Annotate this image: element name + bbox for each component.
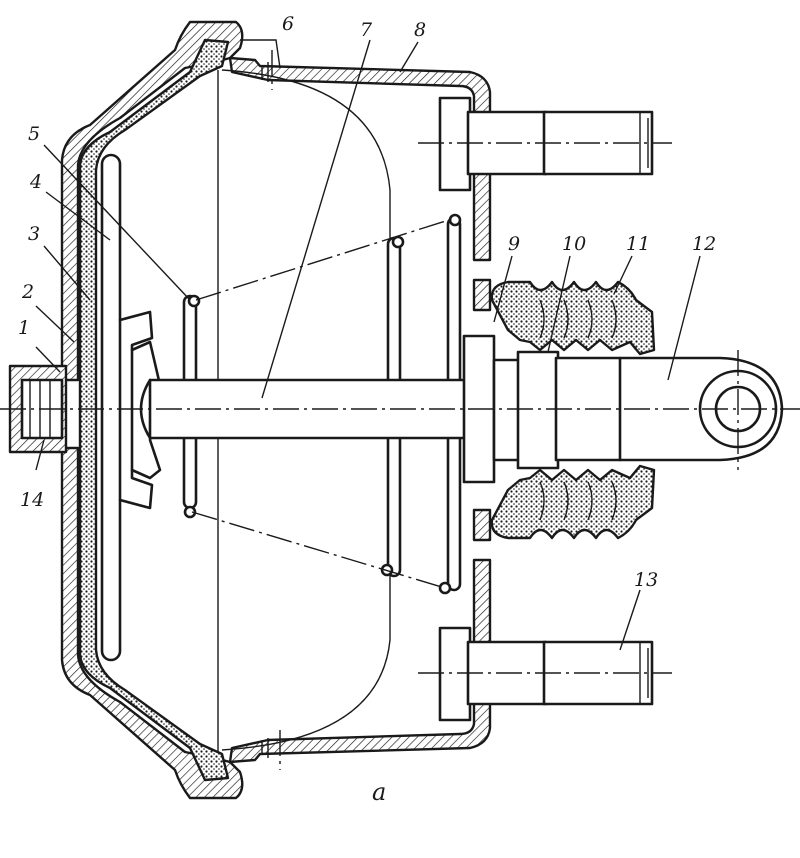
callout-labels: 1 2 3 4 5 6 7 8 9 10 11 12 13 14 <box>18 13 716 591</box>
centerlines <box>0 50 800 770</box>
figure-caption: a <box>372 778 386 806</box>
callout-10: 10 <box>562 233 586 255</box>
callout-13: 13 <box>634 569 658 591</box>
diaphragm <box>78 38 230 782</box>
callout-8: 8 <box>414 19 426 41</box>
pressure-plate <box>100 153 162 662</box>
callout-5: 5 <box>28 123 40 145</box>
mounting-stud-top <box>438 96 654 192</box>
callout-9: 9 <box>508 233 520 255</box>
callout-2: 2 <box>21 281 34 303</box>
callout-3: 3 <box>28 223 40 245</box>
mounting-stud-bottom <box>438 626 654 722</box>
callout-7: 7 <box>360 19 373 41</box>
housing-body <box>228 56 492 764</box>
callout-4: 4 <box>29 171 42 193</box>
leader-lines <box>35 39 701 651</box>
protective-boot <box>490 280 656 540</box>
callout-6: 6 <box>282 13 294 35</box>
callout-14: 14 <box>20 489 44 511</box>
callout-11: 11 <box>626 233 650 255</box>
callout-12: 12 <box>692 233 716 255</box>
callout-1: 1 <box>18 317 30 339</box>
